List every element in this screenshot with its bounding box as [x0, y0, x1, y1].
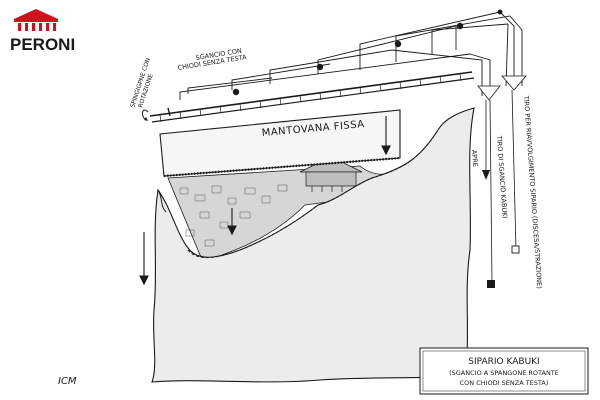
pulley-icon	[394, 40, 402, 48]
caption-box: SIPARIO KABUKI (SGANCIO A SPANGONE ROTAN…	[419, 347, 589, 395]
tiro-kabuki-label: TIRO DI SGANCIO KABUKI	[495, 135, 509, 219]
tiro-riavvolgimento-label: TIRO PER RIAVVOLGIMENTO SIPARIO (DISCESA…	[522, 95, 544, 289]
apre-down-arrow-icon	[482, 170, 490, 180]
pulley-icon	[232, 88, 240, 96]
logo-roof-icon	[14, 9, 58, 19]
mantovana-valance: MANTOVANA FISSA	[159, 109, 401, 178]
pulley-dots	[232, 9, 503, 96]
caption-line3: CON CHIODI SENZA TESTA)	[460, 379, 549, 387]
pulley-icon	[316, 63, 324, 71]
down-arrow-icon	[139, 275, 149, 286]
peroni-logo: PERONI	[10, 9, 75, 54]
apre-label: APRE	[470, 150, 479, 168]
caption-title: SIPARIO KABUKI	[468, 357, 539, 367]
down-arrow-icon	[381, 145, 391, 156]
curtain-left-flap	[157, 189, 167, 213]
pulley-icon	[456, 22, 464, 30]
motion-arrows	[139, 116, 391, 286]
curtain-stitch-edge	[187, 129, 439, 258]
pulley-icon	[497, 9, 503, 15]
logo-roof-band	[14, 19, 58, 22]
caption-line2: (SGANCIO A SPANGONE ROTANTE	[449, 369, 559, 377]
pulley-block-icon	[477, 85, 501, 101]
pulley-blocks	[477, 75, 527, 101]
pull-ropes	[485, 89, 517, 283]
logo-columns-icon	[18, 23, 56, 31]
rope-toggle-icon	[511, 245, 520, 254]
logo-wordmark: PERONI	[10, 35, 75, 54]
artist-signature: ICM	[58, 376, 77, 387]
nail-marker-icon	[167, 107, 171, 117]
rope-weight-icon	[487, 280, 495, 288]
rotation-arrow-icon	[141, 109, 149, 121]
pulley-block-icon	[501, 75, 527, 91]
down-arrow-icon	[227, 225, 237, 236]
rotating-batten	[141, 71, 475, 123]
